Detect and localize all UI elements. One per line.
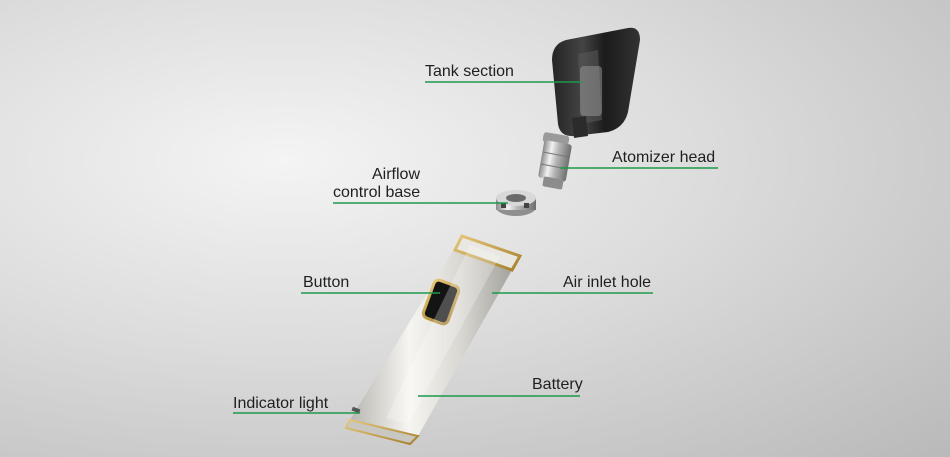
label-tank-section: Tank section: [425, 63, 514, 80]
tank-section-part: [552, 27, 640, 138]
label-air-inlet-hole: Air inlet hole: [563, 274, 652, 291]
label-indicator-light: Indicator light: [233, 395, 329, 412]
airflow-base-part: [496, 190, 536, 216]
label-airflow-line2: control base: [333, 184, 421, 201]
label-button: Button: [303, 274, 350, 291]
atomizer-head-part: [538, 132, 572, 190]
battery-body-part: [344, 234, 523, 446]
callout-lines: [233, 81, 718, 414]
label-atomizer-head: Atomizer head: [612, 149, 716, 166]
label-airflow-line1: Airflow: [371, 166, 420, 183]
label-battery: Battery: [532, 376, 583, 393]
